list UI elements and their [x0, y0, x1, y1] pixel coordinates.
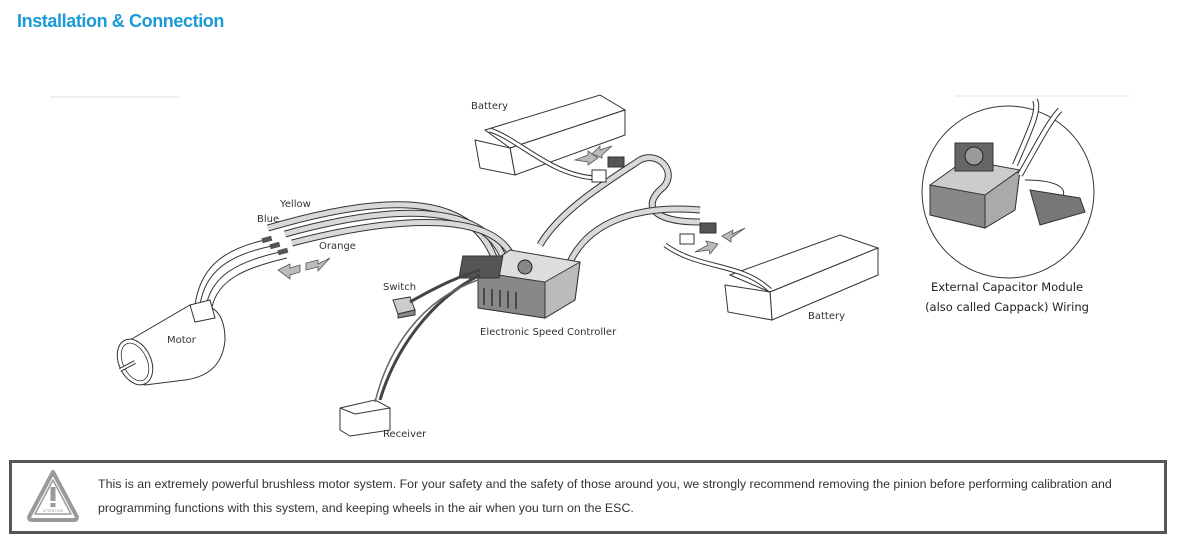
battery-right — [663, 222, 880, 321]
cappack-inset — [921, 98, 1095, 279]
switch — [392, 268, 481, 319]
label-esc: Electronic Speed Controller — [480, 327, 617, 338]
inset-caption: External Capacitor Module (also called C… — [897, 277, 1117, 317]
attention-warning-icon: ATTENTION — [27, 470, 79, 522]
label-motor: Motor — [167, 335, 196, 346]
inset-caption-line1: External Capacitor Module — [930, 280, 1084, 294]
receiver — [339, 273, 481, 437]
wiring-diagram — [50, 94, 1130, 437]
label-blue-wire: Blue — [257, 214, 280, 225]
motor — [116, 299, 226, 386]
connect-arrows-motor — [277, 257, 331, 280]
safety-notice: ATTENTION This is an extremely powerful … — [9, 460, 1167, 534]
label-yellow-wire: Yellow — [280, 199, 311, 210]
battery-top — [474, 94, 627, 183]
notice-line-1: This is an extremely powerful brushless … — [98, 477, 1112, 491]
bullet-connectors — [261, 235, 289, 256]
label-switch: Switch — [383, 282, 417, 293]
label-battery-top: Battery — [471, 101, 509, 112]
battery-wires — [536, 154, 701, 264]
electronic-speed-controller — [458, 249, 581, 319]
connect-arrows-right — [694, 227, 746, 255]
label-battery-right: Battery — [808, 311, 846, 322]
esc-motor-wires — [267, 201, 519, 266]
notice-line-2: programming functions with this system, … — [98, 501, 634, 515]
label-orange-wire: Orange — [319, 241, 356, 252]
label-receiver: Receiver — [383, 429, 427, 440]
connect-arrows-top — [573, 145, 613, 166]
motor-leads — [194, 239, 288, 308]
notice-text: This is an extremely powerful brushless … — [98, 472, 1148, 520]
attention-text: ATTENTION — [43, 509, 64, 513]
page-title: Installation & Connection — [17, 11, 225, 31]
inset-caption-line2: (also called Cappack) Wiring — [925, 300, 1089, 314]
